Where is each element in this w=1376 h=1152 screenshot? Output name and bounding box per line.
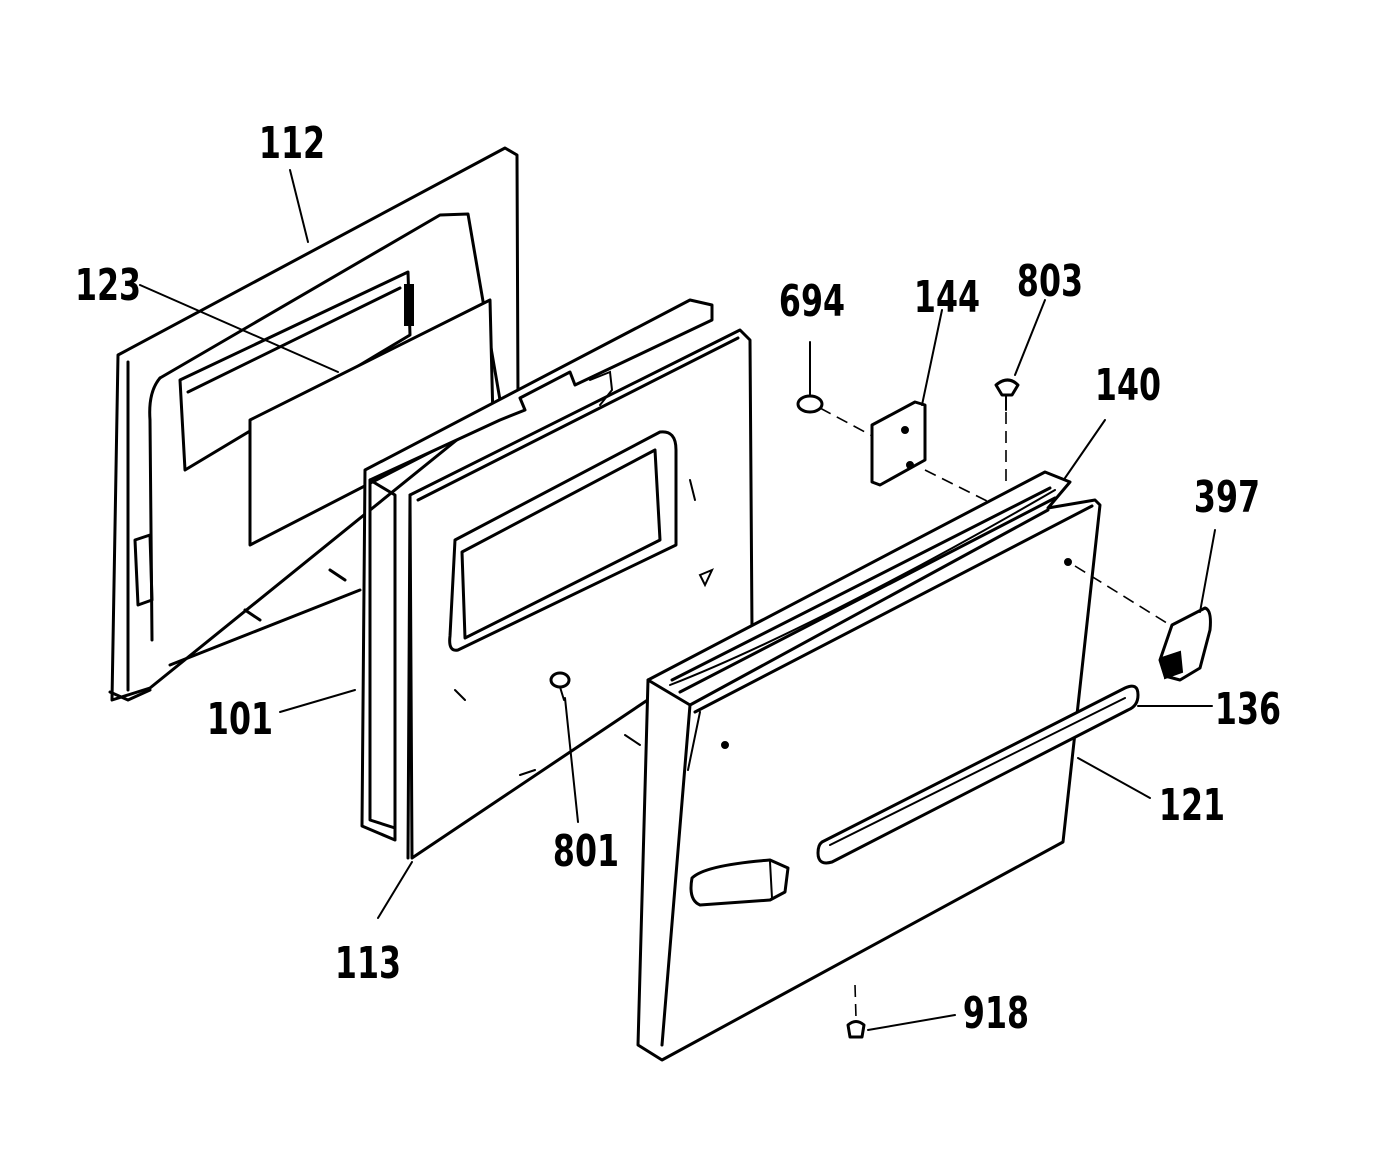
part-labels: 112 123 101 113 801 694 144 803 140 397 … — [75, 118, 1281, 1040]
part-140-vent-trim — [670, 486, 1057, 694]
label-112: 112 — [259, 118, 325, 170]
label-801: 801 — [553, 826, 619, 878]
part-803-screw — [994, 378, 1020, 488]
part-101-insulation — [360, 298, 714, 842]
label-140: 140 — [1095, 360, 1161, 412]
part-397-end-cap-left — [689, 858, 790, 907]
part-113-inner-panel — [406, 328, 754, 860]
part-397-end-cap-right — [1074, 565, 1212, 682]
part-801-screw — [549, 671, 571, 701]
label-113: 113 — [335, 938, 401, 990]
label-694: 694 — [779, 276, 845, 328]
part-694-pin — [796, 394, 881, 441]
leader-lines — [139, 169, 1216, 1031]
part-918-screw — [846, 984, 866, 1039]
part-121-outer-door — [636, 470, 1102, 1062]
label-136: 136 — [1215, 684, 1281, 736]
label-144: 144 — [914, 272, 980, 324]
part-136-handle-bar — [816, 684, 1140, 865]
part-144-bracket — [870, 400, 996, 506]
label-397: 397 — [1194, 472, 1260, 524]
label-803: 803 — [1017, 256, 1083, 308]
label-121: 121 — [1159, 780, 1225, 832]
label-101: 101 — [207, 694, 273, 746]
label-918: 918 — [963, 988, 1029, 1040]
label-123: 123 — [75, 260, 141, 312]
